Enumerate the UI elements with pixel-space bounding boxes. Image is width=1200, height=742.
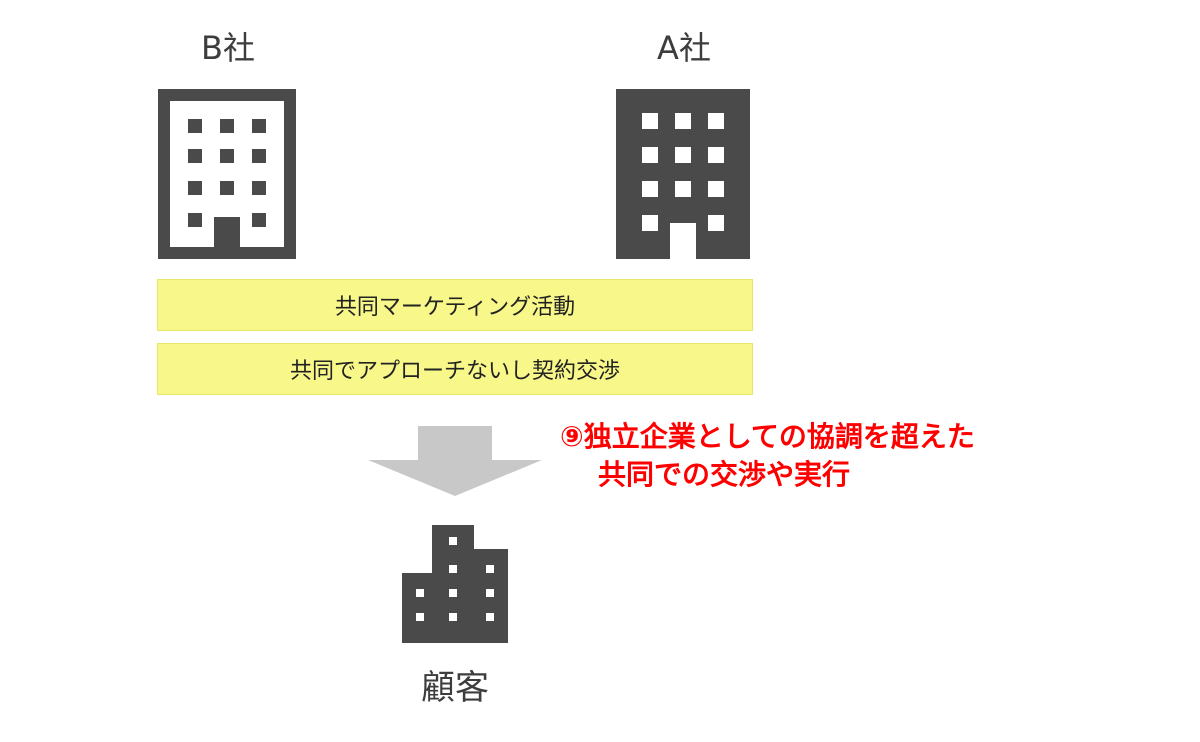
collusion-note-line2: 共同での交渉や実行 (598, 458, 851, 491)
collusion-note: ⑨独立企業としての協調を超えた 共同での交渉や実行 (560, 418, 975, 494)
customer-label: 顧客 (421, 668, 489, 708)
arrow-down-icon (368, 426, 542, 496)
company-b-label: B社 (201, 29, 255, 67)
company-a-label: A社 (657, 29, 711, 67)
collusion-note-line1: ⑨独立企業としての協調を超えた (560, 420, 975, 453)
joint-marketing-label: 共同マーケティング活動 (334, 295, 576, 320)
joint-marketing-band: 共同マーケティング活動 (157, 279, 753, 331)
joint-negotiation-band: 共同でアプローチないし契約交渉 (157, 343, 753, 395)
office-building-outline-icon (158, 89, 296, 259)
joint-negotiation-label: 共同でアプローチないし契約交渉 (289, 359, 620, 384)
office-building-filled-icon (616, 89, 750, 259)
city-buildings-icon (402, 525, 508, 643)
